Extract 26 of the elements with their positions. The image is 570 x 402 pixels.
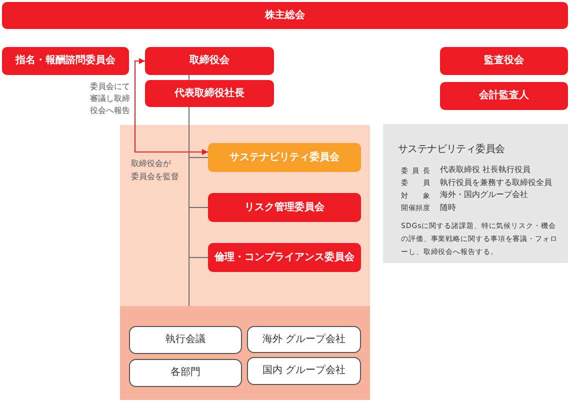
committee-box: リスク管理委員会 bbox=[208, 193, 361, 222]
term-value: 代表取締役 社長執行役員 bbox=[440, 165, 531, 175]
panel-title: サステナビリティ委員会 bbox=[398, 144, 505, 156]
unit-box: 国内 グループ会社 bbox=[247, 357, 361, 385]
term-value: 海外・国内グループ会社 bbox=[440, 190, 528, 200]
shaded-panel bbox=[120, 125, 370, 306]
organization-box: 取締役会 bbox=[145, 47, 274, 75]
unit-box: 執行会議 bbox=[129, 326, 242, 354]
unit-box: 各部門 bbox=[129, 359, 242, 387]
term-value: 随時 bbox=[440, 202, 456, 212]
organization-box: 会計監査人 bbox=[440, 82, 568, 110]
organization-box: 指名・報酬諮問委員会 bbox=[2, 47, 129, 75]
shaded-panel bbox=[120, 306, 370, 400]
note-text: 取締役会が委員会を監督 bbox=[131, 158, 180, 183]
connector-line bbox=[188, 74, 190, 80]
committee-box: 倫理・コンプライアンス委員会 bbox=[208, 243, 361, 272]
arrow bbox=[134, 58, 208, 155]
connector-line bbox=[188, 106, 208, 306]
term-value: 執行役員を兼務する取締役全員 bbox=[440, 178, 552, 188]
unit-box: 海外 グループ会社 bbox=[247, 326, 361, 353]
info-panel bbox=[383, 124, 568, 263]
organization-box: 監査役会 bbox=[440, 47, 568, 75]
organization-box: 代表取締役社長 bbox=[145, 80, 274, 107]
organization-box: 株主総会 bbox=[2, 2, 568, 29]
committee-box: サステナビリティ委員会 bbox=[208, 143, 361, 172]
edge-label: 委員会にて審議し取締役会へ報告 bbox=[90, 81, 131, 117]
